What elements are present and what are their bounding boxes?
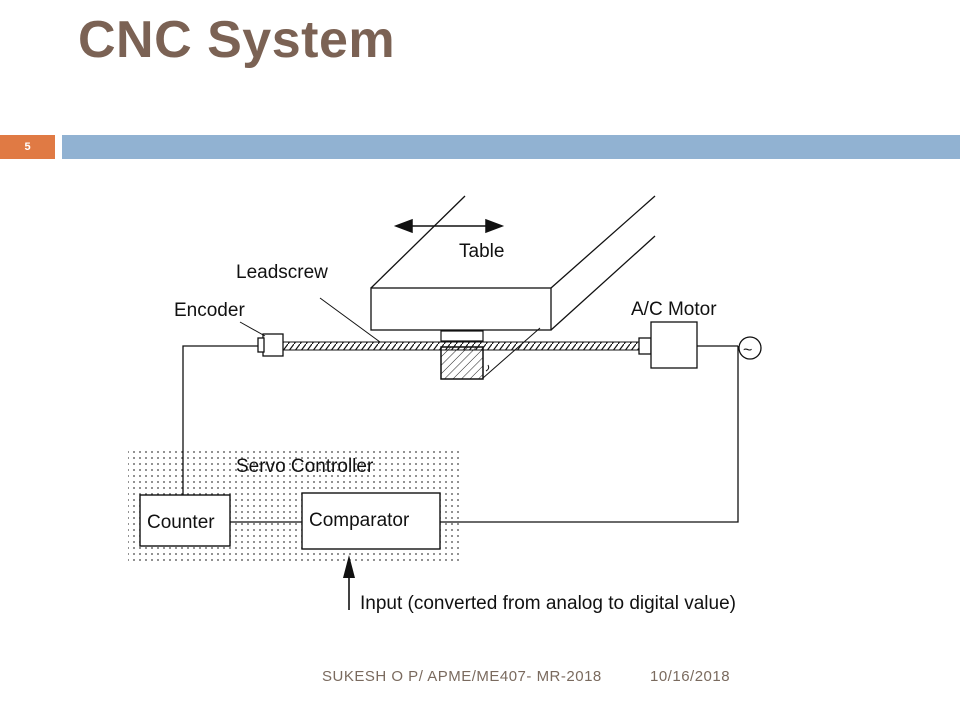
table-block [370,195,656,331]
label-table: Table [459,241,504,262]
encoder-body [257,333,284,357]
ac-source-symbol [738,336,762,360]
header-bar [62,135,960,159]
label-encoder: Encoder [174,300,245,321]
label-servo-controller: Servo Controller [236,456,374,477]
comparator-box [301,492,441,550]
label-counter: Counter [147,512,215,533]
table-motion-arrow [393,218,505,234]
ac-motor [638,321,698,369]
label-input: Input (converted from analog to digital … [360,593,736,614]
label-motor: A/C Motor [631,299,717,320]
label-leadscrew: Leadscrew [236,262,328,283]
table-nut [440,330,484,342]
input-arrow [343,555,355,610]
leadscrew [282,341,641,351]
label-comparator: Comparator [309,510,410,531]
ac-symbol-glyph: ~ [743,342,752,359]
nut-block [440,346,484,380]
signal-wires [182,345,739,523]
counter-box [139,494,231,547]
slide-number: 5 [0,135,55,159]
footer-date: 10/16/2018 [650,668,731,685]
slide-title: CNC System [78,11,396,69]
footer-author: SUKESH O P/ APME/ME407- MR-2018 [322,668,602,685]
